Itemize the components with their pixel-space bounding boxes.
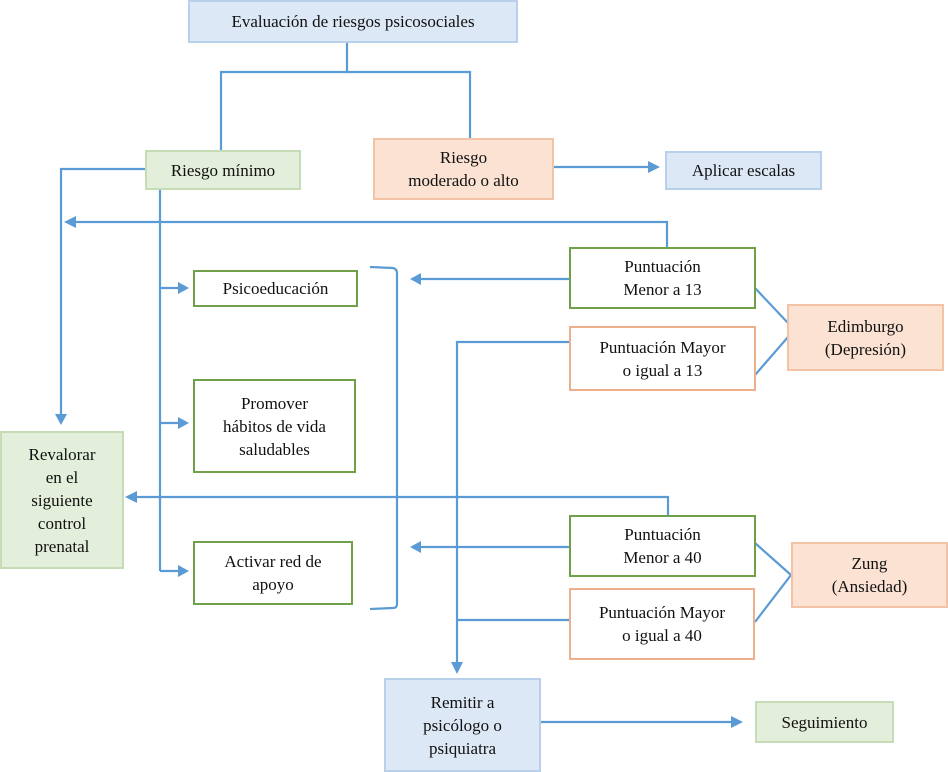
arrowhead (731, 716, 743, 728)
node-aplicar-escalas: Aplicar escalas (665, 151, 822, 190)
arrowhead (178, 565, 189, 577)
node-label: Puntuación Menor a 13 (623, 257, 702, 299)
connector-zung-mayor (754, 574, 792, 623)
node-label: Edimburgo (Depresión) (824, 316, 907, 359)
arrowhead (410, 273, 421, 285)
node-label: Revalorar en el siguiente control prenat… (28, 444, 96, 556)
node-label: Seguimiento (781, 712, 868, 732)
node-label: Promover hábitos de vida saludables (223, 393, 326, 459)
connector-edimburgo-menor (754, 287, 789, 324)
connector-edimburgo-mayor (754, 336, 789, 376)
node-title-label: Evaluación de riesgos psicosociales (231, 12, 475, 31)
arrowhead (410, 541, 421, 553)
node-label: Riesgo mínimo (170, 160, 276, 180)
node-label: Remitir a psicólogo o psiquiatra (423, 692, 502, 758)
connector-mayor13-remitir (455, 340, 570, 662)
arrowhead (648, 161, 660, 173)
node-edimburgo-menor: Puntuación Menor a 13 (569, 247, 756, 309)
node-riesgo-moderado: Riesgo moderado o alto (373, 138, 554, 200)
arrowhead (178, 417, 189, 429)
node-promover-habitos: Promover hábitos de vida saludables (193, 379, 356, 473)
arrowhead (55, 414, 67, 425)
arrowhead (125, 491, 137, 503)
connector-title-moderado (347, 70, 472, 140)
node-activar-red: Activar red de apoyo (193, 541, 353, 605)
node-label: Puntuación Mayor o igual a 13 (599, 337, 726, 380)
node-label: Puntuación Menor a 40 (623, 525, 702, 567)
node-remitir: Remitir a psicólogo o psiquiatra (384, 678, 541, 772)
arrowhead (451, 662, 463, 674)
node-psicoeducacion: Psicoeducación (193, 270, 358, 307)
connector-zung-menor (754, 542, 792, 576)
node-zung-menor: Puntuación Menor a 40 (569, 515, 756, 577)
node-seguimiento: Seguimiento (755, 701, 894, 743)
node-edimburgo-mayor: Puntuación Mayor o igual a 13 (569, 326, 756, 391)
node-revalorar: Revalorar en el siguiente control prenat… (0, 431, 124, 569)
connector-minimo-revalorar (59, 167, 146, 414)
node-label: Psicoeducación (222, 279, 329, 298)
node-zung: Zung (Ansiedad) (791, 542, 948, 608)
connector-menor13-revalorar (76, 220, 669, 248)
node-title: Evaluación de riesgos psicosociales (188, 0, 518, 43)
connector-title-branches (219, 42, 349, 152)
node-zung-mayor: Puntuación Mayor o igual a 40 (569, 588, 755, 660)
arrowhead (64, 216, 76, 228)
node-label: Puntuación Mayor o igual a 40 (598, 603, 726, 645)
arrowhead (178, 282, 189, 294)
node-label: Zung (Ansiedad) (831, 554, 908, 596)
node-edimburgo: Edimburgo (Depresión) (787, 304, 944, 371)
node-riesgo-minimo: Riesgo mínimo (145, 150, 301, 190)
node-label: Aplicar escalas (691, 161, 796, 180)
bracket (369, 265, 399, 611)
node-label: Activar red de apoyo (224, 552, 322, 594)
connector-menor40-revalorar (137, 495, 670, 516)
node-label: Riesgo moderado o alto (408, 148, 519, 190)
